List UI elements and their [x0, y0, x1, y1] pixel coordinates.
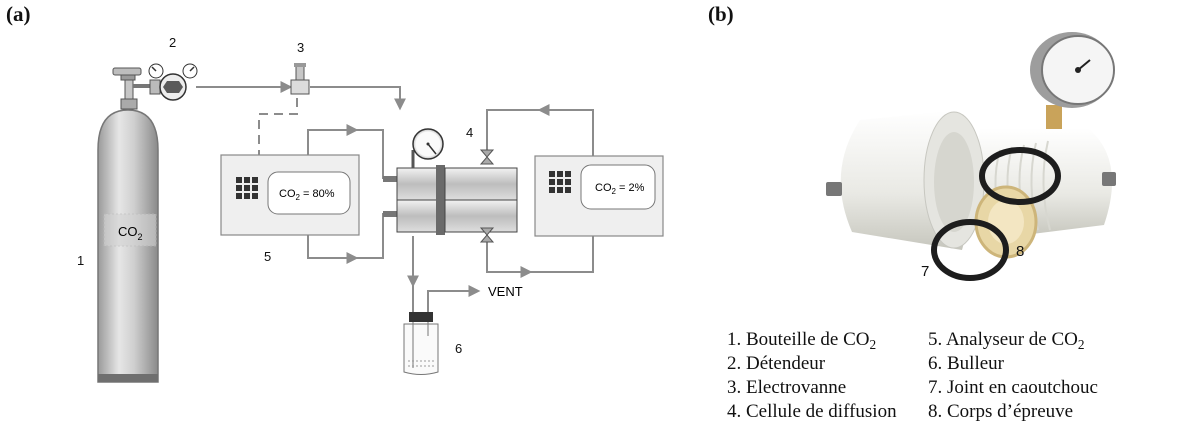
keypad-key [236, 193, 242, 199]
line-analyzer-right-top [537, 104, 594, 165]
panel-label-a: (a) [6, 2, 31, 26]
keypad-key [549, 187, 555, 193]
legend-item: 4. Cellule de diffusion [727, 401, 897, 422]
solenoid-valve [290, 63, 310, 95]
callout-6: 6 [455, 341, 462, 356]
line-bubbler-vent [427, 285, 481, 318]
keypad-key [236, 177, 242, 183]
keypad-key [244, 185, 250, 191]
vent-label: VENT [488, 284, 523, 299]
callout-2: 2 [169, 35, 176, 50]
panel-label-b: (b) [708, 2, 734, 26]
keypad-key [565, 171, 571, 177]
legend-item: 3. Electrovanne [727, 377, 847, 398]
analyzer-right-readout: CO2 = 2% [595, 182, 645, 196]
legend-item: 2. Détendeur [727, 353, 826, 374]
analyzer-left-keypad [236, 177, 258, 199]
callout-8: 8 [1016, 243, 1024, 260]
line-analyzer-left-bottom [307, 234, 359, 264]
diffusion-cell [383, 128, 518, 243]
pressure-regulator [148, 63, 198, 101]
keypad-key [549, 171, 555, 177]
line-valve-control [258, 98, 298, 155]
line-analyzer-right-bottom [486, 235, 533, 278]
legend-item: 1. Bouteille de CO2 [727, 329, 877, 352]
keypad-key [244, 177, 250, 183]
legend-item: 8. Corps d’épreuve [928, 401, 1074, 422]
legend-item: 5. Analyseur de CO2 [928, 329, 1085, 352]
callout-7: 7 [921, 263, 929, 280]
keypad-key [244, 193, 250, 199]
callout-3: 3 [297, 40, 304, 55]
keypad-key [252, 177, 258, 183]
legend-item: 7. Joint en caoutchouc [928, 377, 1098, 398]
analyzer-right-keypad [549, 171, 571, 193]
legend-item: 6. Bulleur [928, 353, 1004, 374]
keypad-key [549, 179, 555, 185]
line-analyzer-left-top [307, 124, 359, 163]
legend-column-2: 5. Analyseur de CO2 6. Bulleur 7. Joint … [928, 328, 1098, 424]
keypad-key [565, 187, 571, 193]
keypad-key [557, 187, 563, 193]
keypad-key [252, 185, 258, 191]
analyzer-left [220, 154, 360, 236]
keypad-key [565, 179, 571, 185]
diffusion-cell-photo [826, 32, 1116, 281]
callout-5: 5 [264, 249, 271, 264]
keypad-key [557, 179, 563, 185]
legend-column-1: 1. Bouteille de CO2 2. Détendeur 3. Elec… [727, 328, 897, 424]
keypad-key [236, 185, 242, 191]
keypad-key [557, 171, 563, 177]
callout-1: 1 [77, 253, 84, 268]
bubbler [403, 312, 439, 375]
bottle-label: CO2 [118, 224, 143, 242]
callout-4: 4 [466, 125, 473, 140]
keypad-key [252, 193, 258, 199]
analyzer-right [534, 155, 664, 237]
analyzer-left-readout: CO2 = 80% [279, 188, 335, 202]
co2-bottle [97, 67, 159, 383]
line-valve-to-cell [310, 86, 406, 111]
